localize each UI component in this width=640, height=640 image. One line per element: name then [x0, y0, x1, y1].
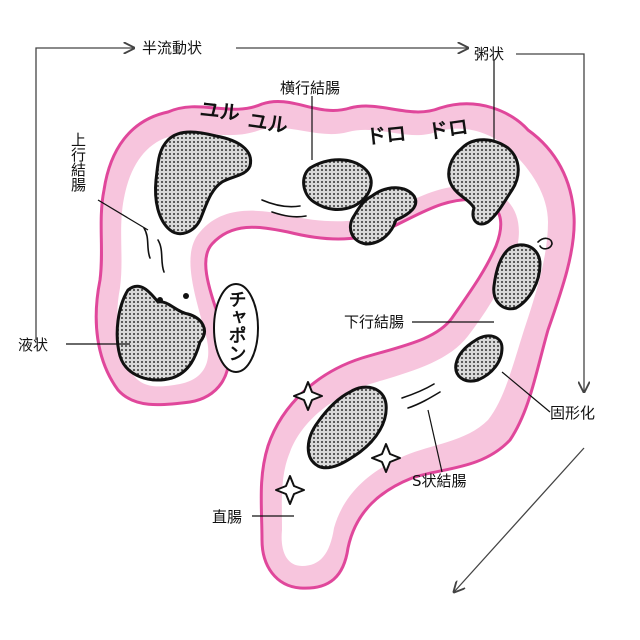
sfx-yuru-1: ユル [199, 97, 241, 125]
label-liquid: 液状 [18, 336, 48, 354]
label-rectum: 直腸 [212, 508, 242, 526]
label-transverse-colon: 横行結腸 [280, 79, 340, 97]
label-sigmoid-colon: S状結腸 [412, 472, 467, 490]
label-semifluid: 半流動状 [142, 39, 202, 57]
label-mushy: 粥状 [474, 45, 504, 63]
stool-transverse-1 [304, 160, 372, 210]
label-solidified: 固形化 [550, 404, 595, 422]
face-eye-right [183, 293, 189, 299]
arrow-bottom-diagonal [454, 448, 584, 592]
label-descending-colon: 下行結腸 [344, 313, 404, 331]
sfx-doro-1: ドロ [365, 121, 407, 149]
face-eye-left [157, 297, 163, 303]
sfx-chapon: チャポン [226, 290, 247, 362]
label-ascending-colon: 上行結腸 [69, 132, 87, 193]
